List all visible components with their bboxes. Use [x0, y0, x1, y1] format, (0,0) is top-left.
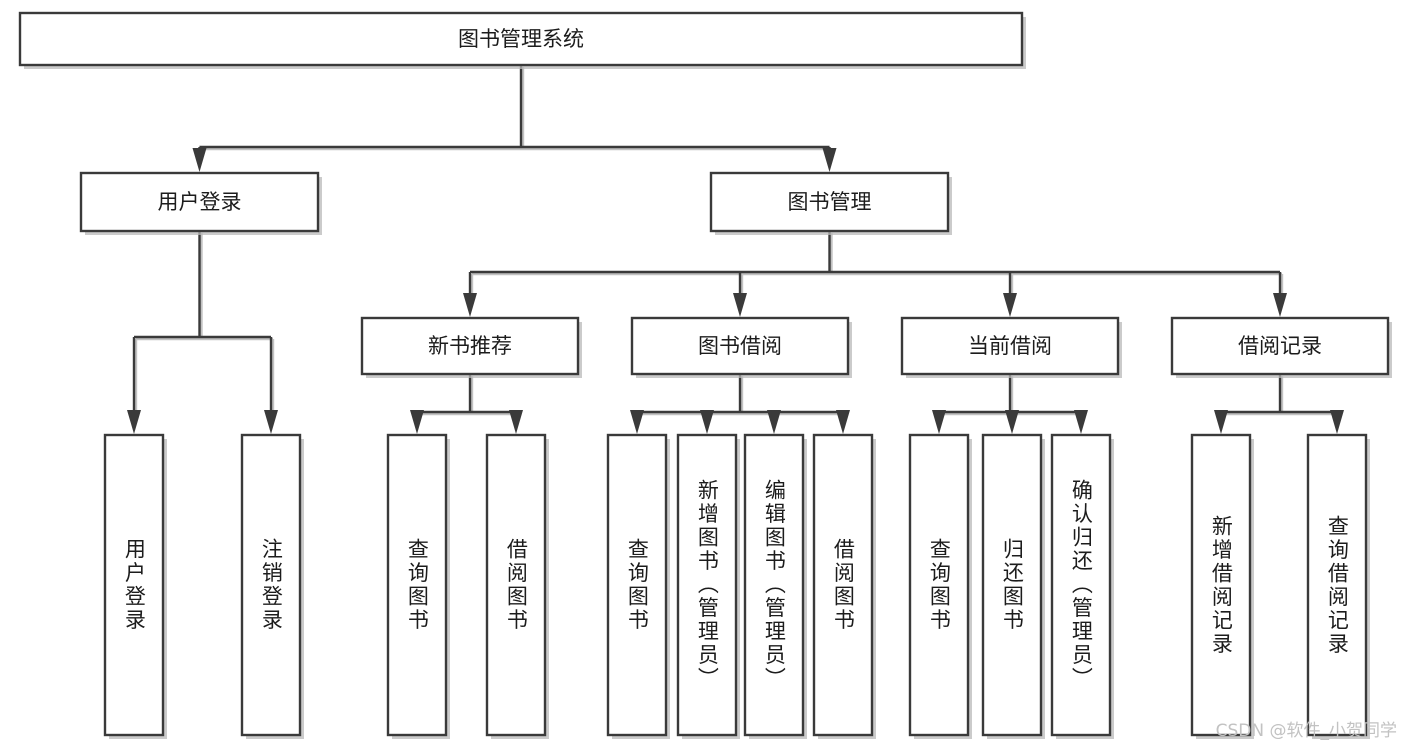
arrow-head-icon — [264, 410, 278, 434]
arrow-head-icon — [1005, 410, 1019, 434]
node-level2-3[interactable] — [1170, 316, 1390, 376]
node-leaf-11[interactable] — [1190, 433, 1252, 737]
node-leaf-5[interactable] — [676, 433, 738, 737]
arrow-head-icon — [767, 410, 781, 434]
node-level1-1-label: 图书管理 — [788, 190, 872, 214]
node-leaf-10[interactable] — [1050, 433, 1112, 737]
node-level1-0-label: 用户登录 — [158, 190, 242, 214]
node-level2-2[interactable] — [900, 316, 1120, 376]
node-level1-1[interactable] — [709, 171, 950, 233]
node-leaf-4[interactable] — [606, 433, 668, 737]
node-leaf-0[interactable] — [103, 433, 165, 737]
node-level2-0[interactable] — [360, 316, 580, 376]
node-root[interactable] — [18, 11, 1024, 67]
arrow-head-icon — [410, 410, 424, 434]
node-leaf-9[interactable] — [981, 433, 1043, 737]
node-root-label: 图书管理系统 — [458, 27, 584, 51]
node-leaf-1[interactable] — [240, 433, 302, 737]
arrow-head-icon — [127, 410, 141, 434]
arrow-head-icon — [509, 410, 523, 434]
arrow-head-icon — [1214, 410, 1228, 434]
arrow-head-icon — [1330, 410, 1344, 434]
node-level2-1[interactable] — [630, 316, 850, 376]
arrow-head-icon — [836, 410, 850, 434]
node-leaf-12[interactable] — [1306, 433, 1368, 737]
node-level2-3-label: 借阅记录 — [1238, 334, 1322, 358]
node-level2-2-label: 当前借阅 — [968, 334, 1052, 358]
arrow-head-icon — [192, 148, 207, 172]
arrow-head-icon — [1074, 410, 1088, 434]
node-leaf-6[interactable] — [743, 433, 805, 737]
arrow-head-icon — [822, 148, 837, 172]
watermark-text: CSDN @软件_小贺同学 — [1215, 721, 1397, 741]
node-level2-0-label: 新书推荐 — [428, 334, 512, 358]
node-leaf-8[interactable] — [908, 433, 970, 737]
arrow-head-icon — [463, 293, 477, 317]
node-leaf-7[interactable] — [812, 433, 874, 737]
arrow-head-icon — [1003, 293, 1017, 317]
arrow-head-icon — [733, 293, 747, 317]
arrow-head-icon — [932, 410, 946, 434]
arrow-head-icon — [1273, 293, 1287, 317]
arrow-head-icon — [630, 410, 644, 434]
node-level2-1-label: 图书借阅 — [698, 334, 782, 358]
edges-layer — [127, 65, 1344, 434]
node-level1-0[interactable] — [79, 171, 320, 233]
node-leaf-3[interactable] — [485, 433, 547, 737]
node-leaf-2[interactable] — [386, 433, 448, 737]
arrow-head-icon — [700, 410, 714, 434]
